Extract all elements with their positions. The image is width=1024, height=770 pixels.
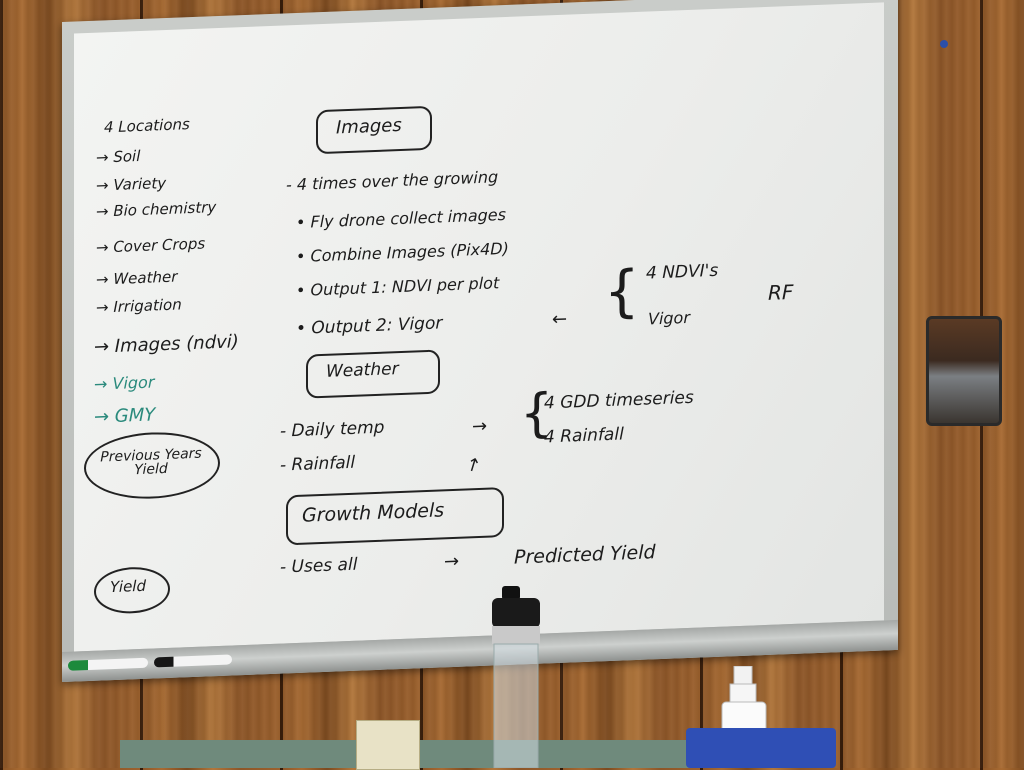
images-line-2: • Fly drone collect images <box>296 204 506 233</box>
images-line-1: - 4 times over the growing <box>286 167 499 195</box>
images-brace-icon: { <box>604 258 640 326</box>
predicted-yield: Predicted Yield <box>514 541 656 569</box>
images-line-3: • Combine Images (Pix4D) <box>296 238 509 267</box>
wall-mirror <box>926 316 1002 426</box>
weather-line-1: - Daily temp <box>280 417 385 442</box>
table-top <box>120 740 720 768</box>
brace-ndvi: 4 NDVI's <box>646 260 719 284</box>
list-item-soil: → Soil <box>96 146 141 167</box>
growth-heading: Growth Models <box>302 499 445 527</box>
list-item-images: → Images (ndvi) <box>94 331 239 358</box>
growth-line: - Uses all <box>280 554 358 578</box>
list-item-weather: → Weather <box>96 267 178 289</box>
images-line-5: • Output 2: Vigor <box>296 313 443 340</box>
list-item-irrigation: → Irrigation <box>96 295 182 317</box>
list-item-variety: → Variety <box>96 173 167 195</box>
marker-box <box>356 720 420 770</box>
whiteboard-surface: 4 Locations → Soil → Variety → Bio chemi… <box>74 2 884 652</box>
brace-rainfall: 4 Rainfall <box>544 424 624 448</box>
blue-bin <box>686 728 836 768</box>
list-item-vigor: → Vigor <box>94 372 155 394</box>
black-marker[interactable] <box>154 654 232 668</box>
images-arrow-left-icon: ← <box>552 308 568 331</box>
rf-label: RF <box>768 279 794 305</box>
weather-arrow-icon: → <box>472 415 488 438</box>
list-heading: 4 Locations <box>104 115 190 137</box>
rainfall-arrow-icon: ↗ <box>461 451 485 478</box>
brace-vigor: Vigor <box>648 307 690 329</box>
growth-arrow-icon: → <box>444 550 460 573</box>
water-bottle <box>492 586 540 768</box>
whiteboard: 4 Locations → Soil → Variety → Bio chemi… <box>62 0 898 683</box>
wall-pin <box>940 40 948 48</box>
weather-line-2: - Rainfall <box>280 452 356 476</box>
brace-gdd: 4 GDD timeseries <box>544 387 694 414</box>
yield-label: Yield <box>110 576 146 597</box>
list-item-gmy: → GMY <box>94 404 156 428</box>
green-marker[interactable] <box>68 657 148 671</box>
list-item-biochemistry: → Bio chemistry <box>96 198 217 221</box>
previous-years-yield: Previous Years Yield <box>100 445 202 479</box>
images-line-4: • Output 1: NDVI per plot <box>296 273 500 301</box>
list-item-cover-crops: → Cover Crops <box>96 234 206 257</box>
weather-heading: Weather <box>326 359 399 382</box>
images-heading: Images <box>336 114 402 139</box>
